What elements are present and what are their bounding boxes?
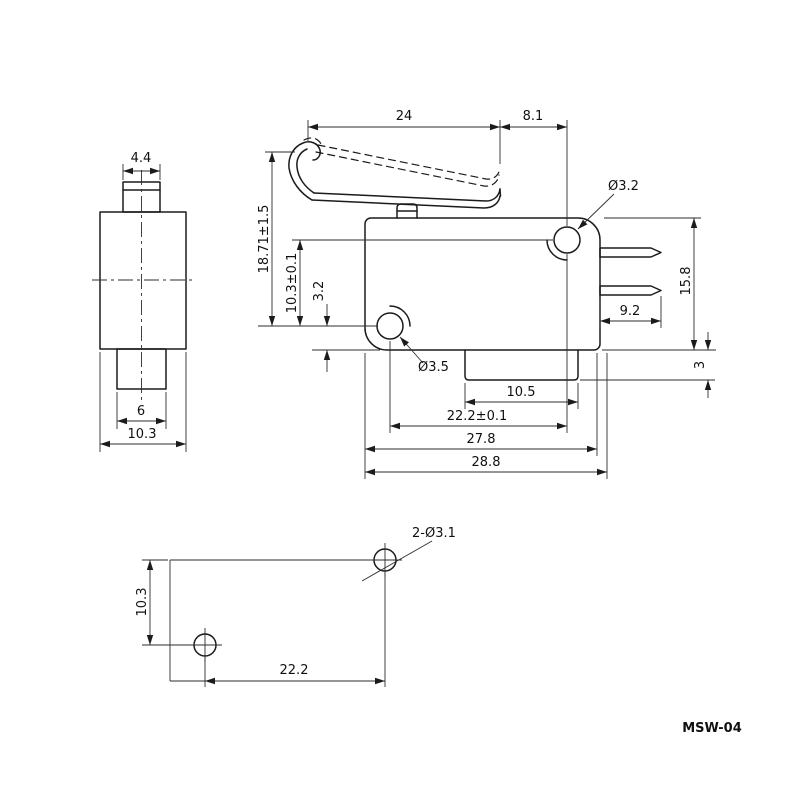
mounting-hole-top [553,226,581,254]
mounting-hole-bottom [376,312,404,340]
side-dims: 4.4 6 10.3 [99,151,187,452]
dim-body-width-label: 27.8 [467,432,496,447]
dim-tab-height-label: 3 [693,361,708,369]
terminal-no [599,247,662,258]
dim-lever-height-label: 18.71±1.5 [257,205,272,274]
dim-plunger-width-label: 4.4 [131,151,152,166]
side-view: 4.4 6 10.3 [92,151,194,452]
dim-lever-length-label: 24 [396,109,413,124]
bottom-terminal-tab [464,349,579,381]
dim-hole-to-bottom-label: 3.2 [312,281,327,302]
lever-solid [288,141,502,209]
front-view: 24 8.1 Ø3.2 18.71±1.5 10.3±0.1 3.2 15.8 [257,109,716,479]
dim-hole-vertical-spacing-label: 10.3±0.1 [285,253,300,314]
front-dims: 24 8.1 Ø3.2 18.71±1.5 10.3±0.1 3.2 15.8 [257,109,716,479]
dim-tab-width-label: 10.5 [507,385,536,400]
switch-body-outline [364,217,601,351]
lever-dashed [303,137,501,187]
dim-body-height-label: 15.8 [679,267,694,296]
dim-top-hole-dia-label: Ø3.2 [608,179,639,194]
dim-bottom-hole-dia-label: Ø3.5 [418,360,449,375]
dim-pattern-horizontal-label: 22.2 [280,663,309,678]
dim-lever-to-hole-label: 8.1 [523,109,544,124]
dim-terminal-length-label: 9.2 [620,304,641,319]
dim-pattern-vertical-label: 10.3 [135,588,150,617]
part-number: MSW-04 [682,721,742,736]
dim-overall-width-label: 28.8 [472,455,501,470]
side-body [99,211,187,350]
dim-hole-horizontal-spacing-label: 22.2±0.1 [447,409,508,424]
pattern-holes-note-label: 2-Ø3.1 [412,526,456,541]
terminal-nc [599,285,662,296]
mounting-hole-pattern: 10.3 22.2 2-Ø3.1 [135,526,456,687]
dim-side-body-width-label: 10.3 [128,427,157,442]
dim-boss-width-label: 6 [137,404,145,419]
